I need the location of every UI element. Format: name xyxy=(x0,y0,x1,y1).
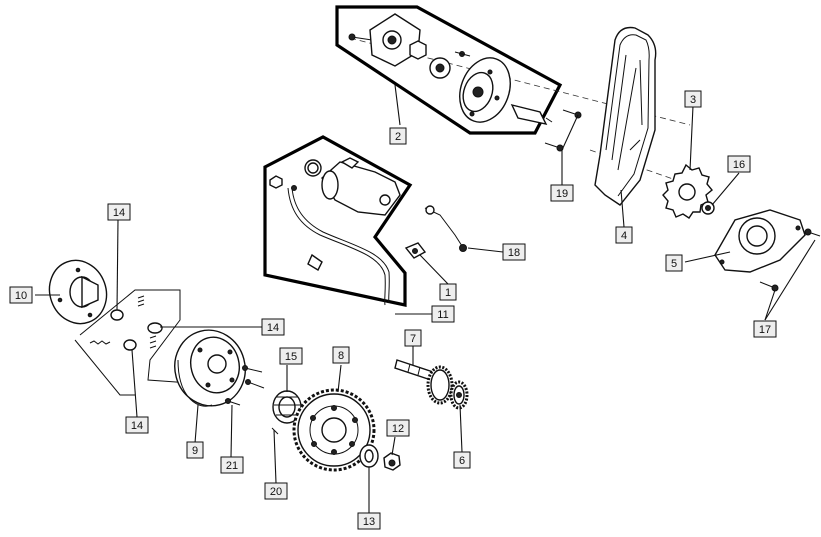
callout-15: 15 xyxy=(279,347,303,365)
svg-text:7: 7 xyxy=(410,333,416,345)
part-14-rollers xyxy=(74,289,191,396)
callout-19: 19 xyxy=(550,184,574,202)
callout-17: 17 xyxy=(753,320,777,338)
callout-18: 18 xyxy=(502,243,526,261)
callout-4: 4 xyxy=(615,226,633,244)
callout-7: 7 xyxy=(404,329,422,347)
svg-text:9: 9 xyxy=(192,445,198,457)
part-13-washer xyxy=(359,444,379,468)
part-2-starter-cover-assembly xyxy=(348,13,553,125)
part-6-double-gear xyxy=(426,365,469,410)
svg-text:11: 11 xyxy=(437,309,448,321)
part-17-bolts xyxy=(759,228,821,292)
svg-text:10: 10 xyxy=(15,290,27,302)
callout-14-bottom: 14 xyxy=(125,416,149,434)
svg-text:12: 12 xyxy=(392,423,404,435)
leader-lines xyxy=(35,84,816,513)
part-7-shaft xyxy=(394,359,434,381)
part-15-needle-bearing xyxy=(272,390,302,424)
callout-1: 1 xyxy=(439,283,457,301)
callout-20: 20 xyxy=(264,482,288,500)
svg-text:6: 6 xyxy=(459,455,465,467)
svg-text:14: 14 xyxy=(267,322,279,334)
callout-8: 8 xyxy=(332,346,350,364)
part-19-bolts xyxy=(544,109,582,152)
callout-21: 21 xyxy=(220,456,244,474)
svg-text:13: 13 xyxy=(363,516,375,528)
callout-3: 3 xyxy=(684,90,702,108)
svg-text:19: 19 xyxy=(556,188,568,200)
part-20-key xyxy=(271,427,279,435)
callout-5: 5 xyxy=(665,254,683,272)
part-21-bolts xyxy=(224,365,265,406)
callout-9: 9 xyxy=(186,441,204,459)
svg-text:14: 14 xyxy=(113,207,125,219)
svg-text:15: 15 xyxy=(285,351,297,363)
part-11-starter-motor xyxy=(269,157,401,306)
svg-text:8: 8 xyxy=(338,350,344,362)
svg-text:16: 16 xyxy=(733,159,745,171)
svg-text:4: 4 xyxy=(621,230,627,242)
group-outline-11 xyxy=(263,135,413,307)
callout-2: 2 xyxy=(389,127,407,145)
part-5-cover-plate xyxy=(714,209,806,273)
part-9-clutch-housing xyxy=(174,329,246,407)
callout-11: 11 xyxy=(431,305,455,323)
svg-text:2: 2 xyxy=(395,131,401,143)
callout-12: 12 xyxy=(386,419,410,437)
callout-14-right: 14 xyxy=(261,318,285,336)
svg-text:18: 18 xyxy=(508,247,520,259)
callout-10: 10 xyxy=(9,286,33,304)
svg-text:14: 14 xyxy=(131,420,143,432)
callout-16: 16 xyxy=(727,155,751,173)
svg-text:1: 1 xyxy=(445,287,451,299)
svg-text:21: 21 xyxy=(226,460,238,472)
callout-6: 6 xyxy=(453,451,471,469)
group-outline-2 xyxy=(335,5,563,135)
part-1-clip xyxy=(404,242,427,259)
part-16-nut xyxy=(701,201,715,215)
part-10-flange xyxy=(48,259,108,325)
svg-text:5: 5 xyxy=(671,258,677,270)
part-12-nut xyxy=(383,452,401,471)
part-18-bolt xyxy=(424,205,467,252)
part-3-sprocket xyxy=(662,163,713,219)
callout-13: 13 xyxy=(357,512,381,530)
callout-14-top: 14 xyxy=(107,203,131,221)
svg-text:17: 17 xyxy=(759,324,771,336)
part-8-driven-gear xyxy=(292,388,376,472)
svg-text:3: 3 xyxy=(690,94,696,106)
part-4-drive-chain xyxy=(594,26,657,206)
svg-text:20: 20 xyxy=(270,486,282,498)
